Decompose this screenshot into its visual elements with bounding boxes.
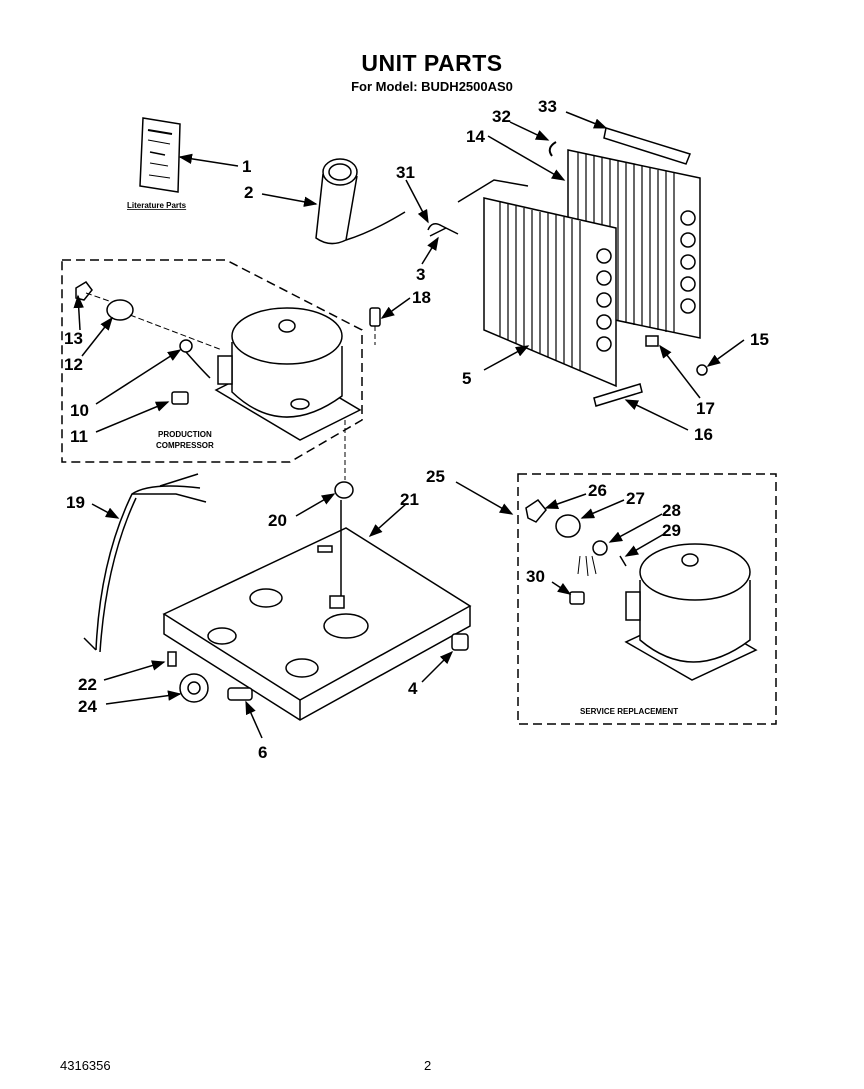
callout-29: 29 [662, 521, 681, 540]
callout-19: 19 [66, 493, 85, 512]
callout-17: 17 [696, 399, 715, 418]
service-replacement-label: SERVICE REPLACEMENT [580, 707, 678, 716]
coil-seal-parts [548, 127, 708, 407]
evaporator-coil-part [457, 179, 617, 388]
callout-31: 31 [396, 163, 415, 182]
callout-22: 22 [78, 675, 97, 694]
callout-32: 32 [492, 107, 511, 126]
callout-1: 1 [242, 157, 251, 176]
base-pan-part [162, 527, 472, 721]
callout-6: 6 [258, 743, 267, 762]
service-small-parts [525, 498, 627, 605]
page-title: UNIT PARTS [361, 50, 503, 76]
callout-25: 25 [426, 467, 445, 486]
callout-14: 14 [466, 127, 485, 146]
model-subtitle: For Model: BUDH2500AS0 [351, 79, 513, 94]
callout-2: 2 [244, 183, 253, 202]
production-label-line2: COMPRESSOR [156, 441, 214, 450]
service-replacement-box [517, 473, 777, 725]
callout-21: 21 [400, 490, 419, 509]
mounting-bolt-part [369, 307, 381, 327]
callout-27: 27 [626, 489, 645, 508]
document-number: 4316356 [60, 1058, 111, 1073]
page-number: 2 [424, 1058, 432, 1073]
callout-10: 10 [70, 401, 89, 420]
callout-18: 18 [412, 288, 431, 307]
production-compressor-part [214, 307, 362, 441]
callout-20: 20 [268, 511, 287, 530]
base-small-parts [167, 481, 469, 703]
literature-parts-label: Literature Parts [127, 201, 187, 210]
callout-28: 28 [662, 501, 681, 520]
wire-harness-part [83, 473, 207, 653]
callout-5: 5 [462, 369, 471, 388]
callout-16: 16 [694, 425, 713, 444]
compressor-small-parts [75, 281, 211, 405]
callout-12: 12 [64, 355, 83, 374]
service-compressor-part [624, 543, 758, 681]
callout-24: 24 [78, 697, 97, 716]
callout-26: 26 [588, 481, 607, 500]
exhaust-hose-part [315, 158, 406, 245]
production-label-line1: PRODUCTION [158, 430, 212, 439]
literature-booklet-part [139, 117, 181, 193]
callout-15: 15 [750, 330, 769, 349]
callout-13: 13 [64, 329, 83, 348]
callout-3: 3 [416, 265, 425, 284]
callout-11: 11 [70, 427, 88, 446]
callout-4: 4 [408, 679, 418, 698]
callout-33: 33 [538, 97, 557, 116]
tube-clip-part [427, 223, 459, 237]
callout-numbers: 1 2 3 4 5 6 10 11 12 13 14 15 16 17 18 1… [64, 97, 769, 762]
callout-30: 30 [526, 567, 545, 586]
production-compressor-box [61, 259, 363, 463]
